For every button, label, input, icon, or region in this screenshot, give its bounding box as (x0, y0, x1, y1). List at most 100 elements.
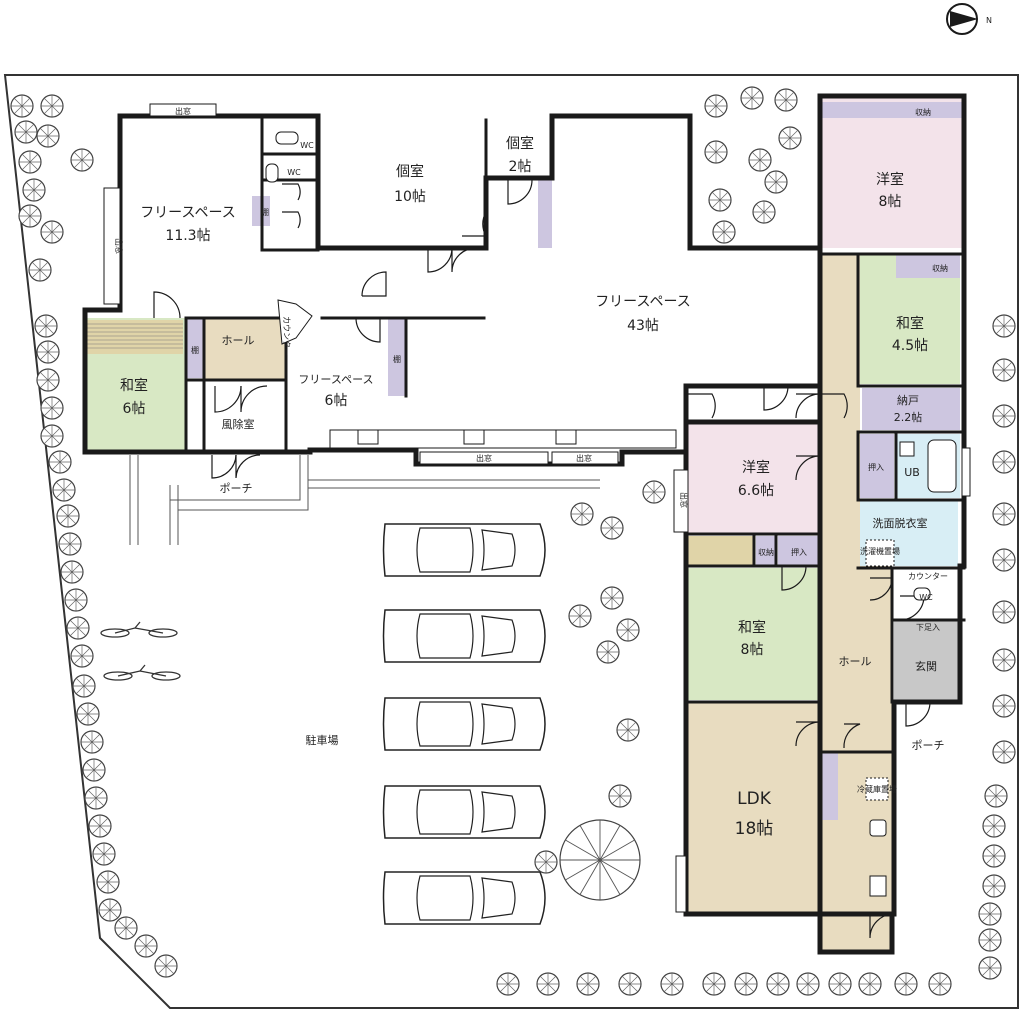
tree-icon (34, 314, 58, 338)
svg-text:出窓: 出窓 (679, 492, 689, 508)
fridge-label: 冷蔵庫置場 (857, 784, 897, 794)
tree-icon (778, 126, 802, 150)
tree-icon (58, 532, 82, 556)
room-label-wash-room: 洗面脱衣室 (873, 516, 928, 530)
tree-icon (82, 758, 106, 782)
tree-icon (576, 972, 600, 996)
room-label-hall-west: ホール (222, 334, 255, 347)
room-label-youshitsu-66: 洋室 (742, 459, 770, 476)
tree-icon (704, 94, 728, 118)
counter-label: カウンター (908, 572, 948, 581)
room-label-ldk: LDK (737, 789, 772, 809)
large-tree-icon (559, 819, 641, 901)
oshiire-bath (858, 434, 894, 498)
tree-icon (992, 404, 1016, 428)
room-size-washitsu-45: 4.5帖 (892, 338, 928, 354)
tree-icon (114, 916, 138, 940)
washitsu-8-floor (688, 568, 820, 700)
tree-icon (992, 358, 1016, 382)
interior-walls (184, 114, 966, 754)
column-icon (357, 429, 379, 445)
room-size-nando: 2.2帖 (894, 411, 923, 424)
tree-icon (40, 424, 64, 448)
tree-icon (992, 694, 1016, 718)
shelf-label: 棚 (393, 354, 401, 364)
room-size-washitsu-8: 8帖 (741, 642, 764, 658)
sink-icon (869, 819, 887, 837)
area-label-parking: 駐車場 (306, 733, 339, 747)
tree-icon (894, 972, 918, 996)
tree-icon (70, 148, 94, 172)
tree-icon (40, 220, 64, 244)
wc-label: WC (919, 593, 933, 602)
tree-icon (992, 502, 1016, 526)
parked-cars (382, 523, 546, 925)
room-label-ub: UB (904, 466, 920, 479)
car-icon (382, 609, 546, 663)
tree-icon (608, 784, 632, 808)
storage-washitsu-8 (756, 536, 776, 566)
tree-icon (568, 604, 592, 628)
tree-icon (992, 648, 1016, 672)
tree-icon (642, 480, 666, 504)
room-size-youshitsu-66: 6.6帖 (738, 483, 774, 499)
tree-icon (858, 972, 882, 996)
tree-icon (570, 502, 594, 526)
tree-icon (72, 674, 96, 698)
toilet-icon (265, 163, 279, 183)
tree-icon (978, 928, 1002, 952)
tree-icon (764, 170, 788, 194)
room-label-nando: 納戸 (897, 394, 919, 407)
room-label-free-space-113: フリースペース (140, 205, 236, 221)
tree-icon (76, 702, 100, 726)
tokonoma-8 (688, 536, 754, 566)
tree-icon (600, 586, 624, 610)
tree-icon (496, 972, 520, 996)
tree-icon (992, 740, 1016, 764)
tree-icon (992, 314, 1016, 338)
room-size-washitsu-6: 6帖 (123, 401, 146, 417)
trees (10, 86, 1016, 996)
tree-icon (748, 148, 772, 172)
tree-icon (10, 94, 34, 118)
tree-icon (702, 972, 726, 996)
room-size-free-space-113: 11.3帖 (165, 228, 210, 244)
fixtures (265, 131, 957, 897)
tree-icon (828, 972, 852, 996)
tree-icon (70, 644, 94, 668)
toilet-icon (275, 131, 299, 145)
tree-icon (752, 200, 776, 224)
tree-icon (734, 972, 758, 996)
tree-icon (18, 204, 42, 228)
tree-icon (88, 814, 112, 838)
room-size-youshitsu-8: 8帖 (879, 194, 902, 210)
room-size-free-space-43: 43帖 (627, 318, 659, 334)
toilet-icon (913, 587, 931, 601)
tree-icon (618, 972, 642, 996)
youshitsu-66-floor (688, 422, 820, 534)
tree-icon (928, 972, 952, 996)
tree-icon (28, 258, 52, 282)
room-label-vestibule: 風除室 (222, 417, 255, 431)
shelf-free-6 (388, 318, 406, 396)
storage-label: 収納 (915, 107, 931, 117)
tree-icon (766, 972, 790, 996)
tree-icon (98, 898, 122, 922)
window-label-west: 出窓 (114, 238, 124, 254)
bay-window-label: 出窓 (476, 453, 492, 463)
tree-icon (80, 730, 104, 754)
bicycle-icon (103, 664, 181, 681)
car-icon (382, 697, 546, 751)
oshiire-label: 押入 (791, 547, 807, 557)
room-size-private-2: 2帖 (509, 159, 532, 175)
tokonoma (87, 320, 183, 354)
fridge-icon (865, 777, 889, 801)
tree-icon (982, 844, 1006, 868)
tree-icon (36, 340, 60, 364)
tree-icon (66, 616, 90, 640)
counter-west-label: カウンター (282, 316, 291, 356)
tree-icon (596, 640, 620, 664)
tree-icon (92, 842, 116, 866)
wc-label: WC (287, 168, 301, 177)
